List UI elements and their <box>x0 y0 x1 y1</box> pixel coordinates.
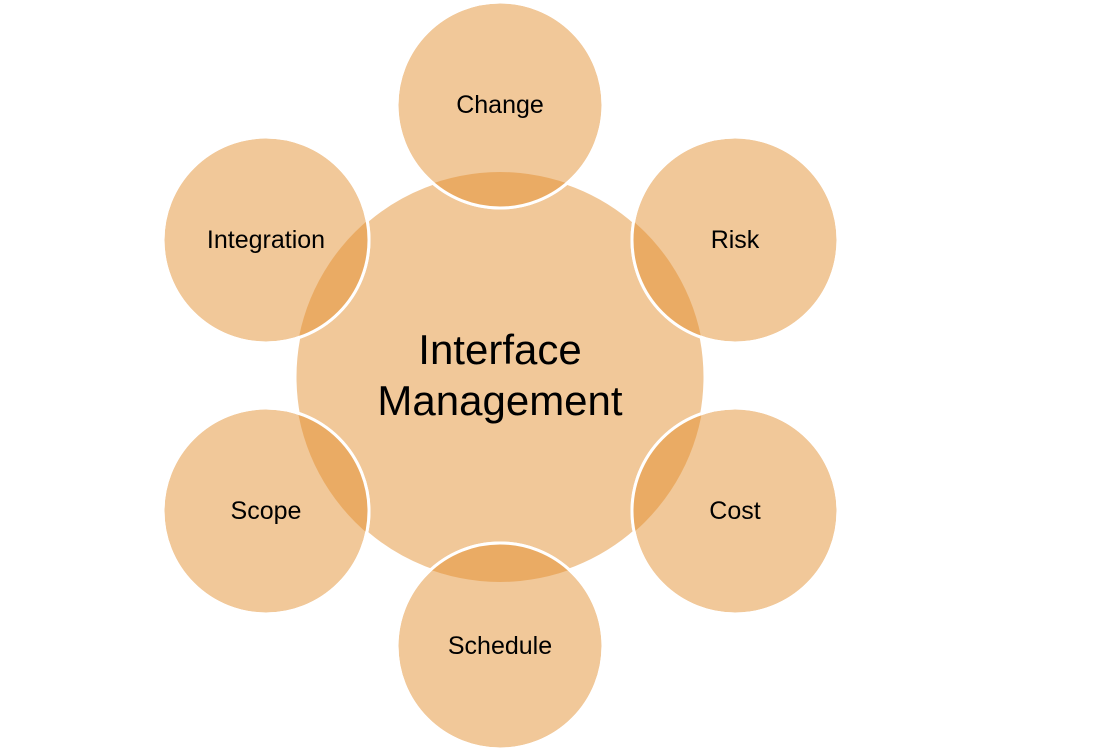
center-label-line2: Management <box>377 377 622 424</box>
risk-outline <box>630 135 840 345</box>
integration-outline <box>161 135 371 345</box>
change-outline <box>395 0 605 210</box>
integration-label: Integration <box>207 226 325 254</box>
schedule-outline <box>395 541 605 751</box>
scope-outline <box>161 406 371 616</box>
cost-outline <box>630 406 840 616</box>
cost-label: Cost <box>709 497 760 525</box>
risk-label: Risk <box>711 226 760 254</box>
schedule-label: Schedule <box>448 632 552 660</box>
scope-label: Scope <box>231 497 302 525</box>
center-label-line1: Interface <box>418 326 581 373</box>
change-label: Change <box>456 91 544 119</box>
